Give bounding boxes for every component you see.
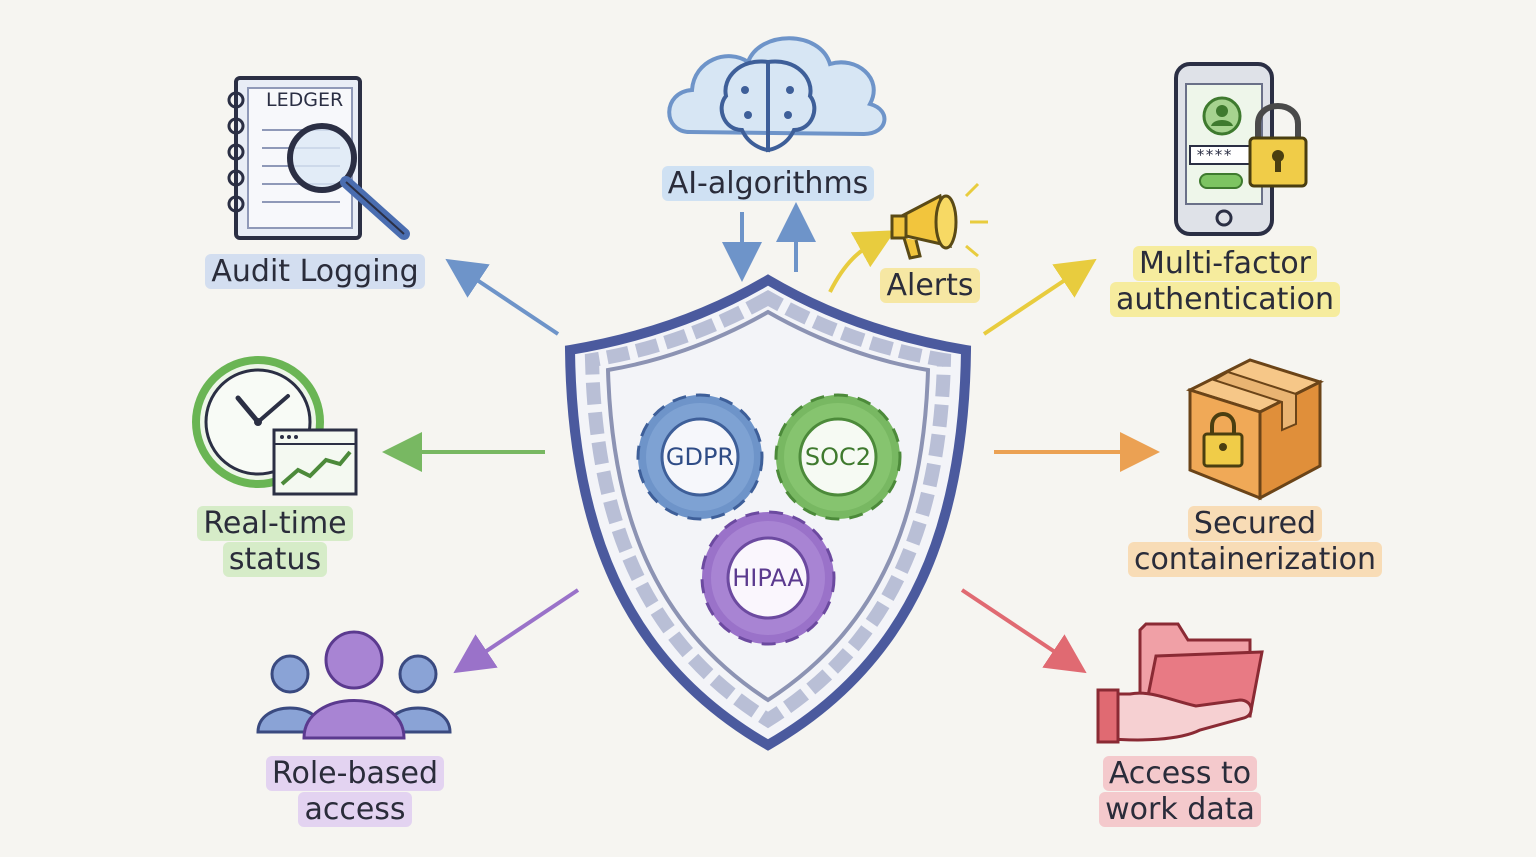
ai-label-text: AI-algorithms bbox=[661, 166, 875, 201]
arrow-to-alerts bbox=[828, 230, 896, 293]
brain-icon bbox=[719, 59, 817, 153]
chart-window-icon bbox=[272, 428, 358, 496]
box-icon bbox=[1186, 358, 1324, 501]
arrow-to-role bbox=[453, 588, 580, 674]
container-label-line2: containerization bbox=[1127, 542, 1383, 577]
arrow-to-audit bbox=[445, 258, 560, 336]
soc2-gear: SOC2 bbox=[774, 393, 902, 521]
magnifier-icon bbox=[287, 123, 410, 240]
arrow-to-mfa bbox=[982, 258, 1097, 336]
role-label: Role-based access bbox=[220, 756, 490, 828]
cloud-icon bbox=[667, 36, 887, 137]
realtime-label-line1: Real-time bbox=[197, 506, 353, 541]
hipaa-gear: HIPAA bbox=[700, 510, 836, 646]
container-label: Secured containerization bbox=[1100, 506, 1410, 578]
access-label: Access to work data bbox=[1060, 756, 1300, 828]
audit-label-text: Audit Logging bbox=[205, 254, 425, 289]
realtime-label-line2: status bbox=[222, 542, 328, 577]
mfa-label-line2: authentication bbox=[1109, 282, 1341, 317]
container-label-line1: Secured bbox=[1187, 506, 1323, 541]
access-label-line2: work data bbox=[1099, 792, 1261, 827]
audit-label: Audit Logging bbox=[170, 254, 460, 290]
ledger-label: LEDGER bbox=[266, 89, 343, 111]
mfa-label-line1: Multi-factor bbox=[1132, 246, 1318, 281]
role-label-line1: Role-based bbox=[265, 756, 445, 791]
mfa-label: Multi-factor authentication bbox=[1090, 246, 1360, 318]
ai-label: AI-algorithms bbox=[600, 166, 936, 202]
gdpr-label: GDPR bbox=[666, 443, 734, 471]
gdpr-gear: GDPR bbox=[636, 393, 764, 521]
access-label-line1: Access to bbox=[1102, 756, 1258, 791]
role-label-line2: access bbox=[298, 792, 412, 827]
hand-icon bbox=[1096, 688, 1253, 744]
megaphone-icon bbox=[890, 182, 988, 260]
people-icon bbox=[256, 630, 452, 740]
box-lock-icon bbox=[1202, 412, 1244, 468]
soc2-label: SOC2 bbox=[805, 443, 871, 471]
arrow-to-access bbox=[960, 588, 1087, 674]
realtime-label: Real-time status bbox=[150, 506, 400, 578]
password-text: **** bbox=[1196, 146, 1232, 164]
hipaa-label: HIPAA bbox=[732, 564, 804, 592]
lock-icon bbox=[1248, 103, 1308, 188]
alerts-label: Alerts bbox=[860, 268, 1000, 304]
alerts-label-text: Alerts bbox=[880, 268, 980, 303]
